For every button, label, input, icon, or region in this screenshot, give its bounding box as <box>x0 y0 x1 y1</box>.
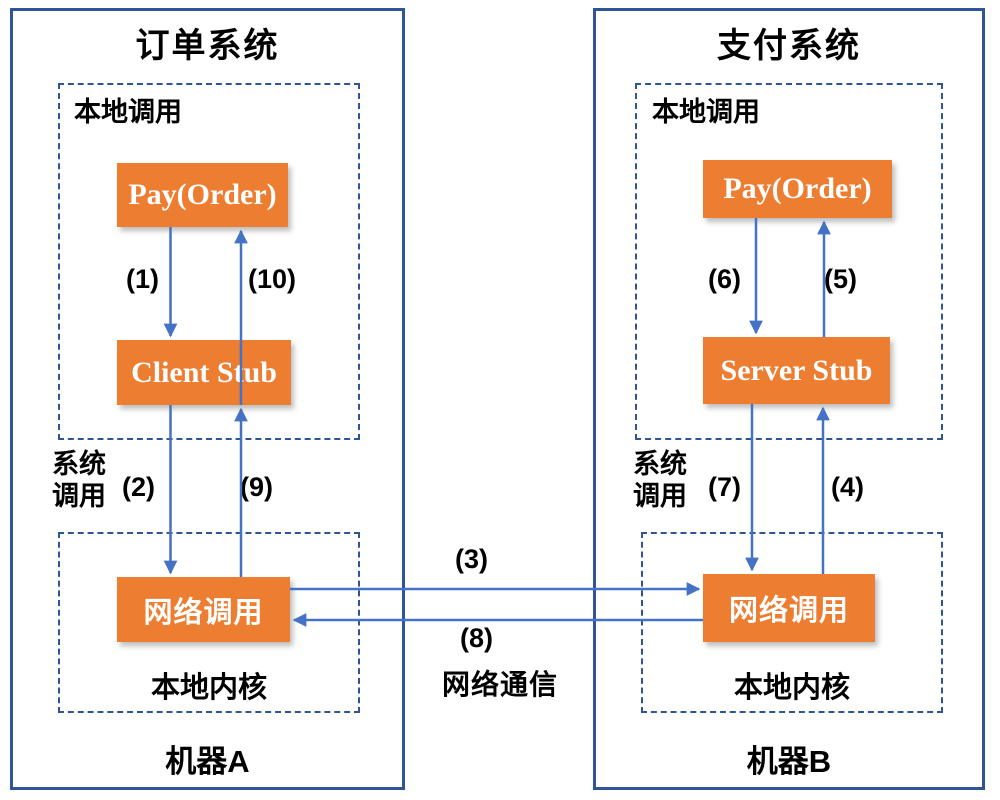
network-communication-label: 网络通信 <box>441 669 558 700</box>
syscall-label-b: 系统调用 <box>633 449 687 512</box>
server-stub-box: Server Stub <box>703 337 890 404</box>
local-call-label-b: 本地调用 <box>652 97 760 127</box>
kernel-region-b <box>641 532 943 713</box>
network-call-box-a: 网络调用 <box>117 577 290 642</box>
step-2-label: (2) <box>122 472 155 502</box>
syscall-label-a: 系统调用 <box>52 449 106 512</box>
step-10-label: (10) <box>248 264 297 294</box>
machine-a-label: 机器A <box>165 744 250 779</box>
local-call-region-b <box>635 83 943 440</box>
step-4-label: (4) <box>831 472 864 502</box>
step-7-label: (7) <box>708 472 741 502</box>
client-stub-box: Client Stub <box>117 340 291 405</box>
step-9-label: (9) <box>240 472 273 502</box>
machine-b-label: 机器B <box>746 744 832 779</box>
payment-system-title: 支付系统 <box>717 27 861 65</box>
kernel-region-a <box>58 532 360 713</box>
kernel-label-a: 本地内核 <box>150 672 267 704</box>
local-call-region-a <box>58 83 360 440</box>
order-system-title: 订单系统 <box>135 27 280 65</box>
step-8-label: (8) <box>460 623 493 653</box>
kernel-label-b: 本地内核 <box>733 672 850 704</box>
step-6-label: (6) <box>708 264 741 294</box>
step-1-label: (1) <box>126 264 159 294</box>
pay-order-box-b: Pay(Order) <box>703 160 892 218</box>
step-5-label: (5) <box>824 264 857 294</box>
local-call-label-a: 本地调用 <box>74 97 182 127</box>
network-call-box-b: 网络调用 <box>703 574 875 642</box>
step-3-label: (3) <box>455 544 488 574</box>
pay-order-box-a: Pay(Order) <box>117 163 288 227</box>
